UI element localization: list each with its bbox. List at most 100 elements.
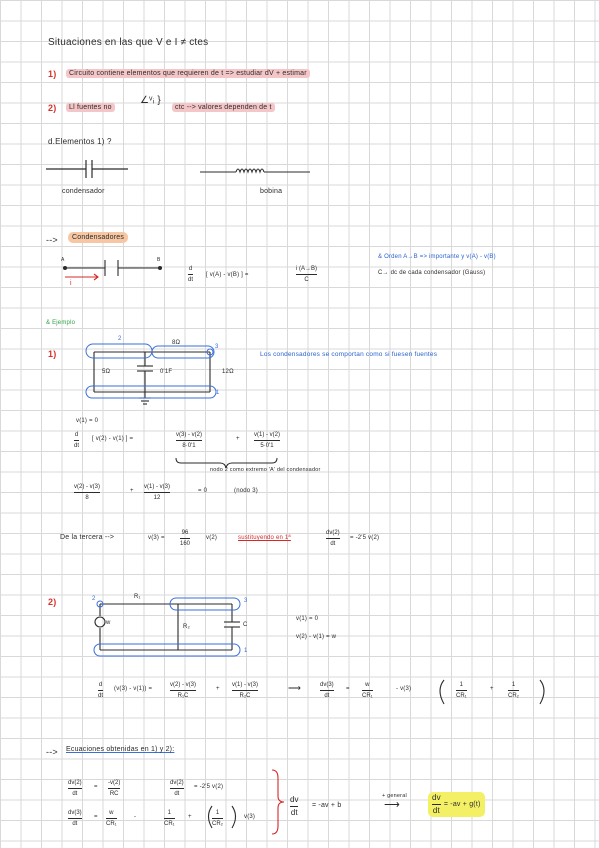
ex2-res-deriv-den: dt (324, 693, 330, 699)
ejemplo-1-number: 1) (48, 349, 57, 359)
inductor-symbol (200, 168, 310, 174)
final-a-frac-den: RC (109, 791, 119, 797)
final-h-deriv-num: dv (432, 793, 441, 802)
condensadores-title: Condensadores (68, 232, 129, 243)
final-c-eq: = (94, 814, 98, 820)
final-c-tail: v(3) (244, 814, 256, 820)
ejemplo-cap: 0'1F (160, 369, 173, 375)
underbrace (175, 457, 278, 469)
ex2-res-p2-num: 1 (511, 682, 516, 688)
capacitor-label: condensador (62, 188, 105, 195)
condensadores-title-highlight: Condensadores (68, 232, 129, 243)
final-b-rhs: = -2'5 v(2) (194, 784, 224, 790)
ex2-frac-2-num: v(1) - v(3) (232, 682, 258, 688)
final-c-p2-num: 1 (215, 810, 220, 816)
ej2-rhs: = 0 (198, 488, 208, 494)
final-arrow: --> (46, 747, 58, 757)
final-c-minus: - (134, 814, 137, 820)
final-h-box: dv dt = -av + g(t) (428, 792, 485, 817)
ex2-res-deriv-num: dv(3) (320, 682, 334, 688)
ej2-note: (nodo 3) (234, 488, 258, 494)
tercera-frac-num: 96 (181, 530, 189, 536)
cond-note-1: & Orden A→B => importante y v(A) - v(B) (378, 254, 496, 260)
ex2-c: C (243, 622, 248, 628)
ex2-node-2: 2 (92, 596, 96, 602)
node-b-label: B (157, 257, 161, 263)
ej-frac-1-den: 8·0'1 (182, 443, 196, 449)
item-text-1: Circuito contiene elementos que requiere… (66, 69, 310, 78)
ej2-plus: + (130, 488, 134, 494)
capacitor-symbol (46, 160, 128, 178)
cond-deriv-num: d (188, 266, 193, 272)
ej-plus: + (236, 436, 240, 442)
final-h-deriv-den: dt (432, 806, 440, 815)
ex2-frac-1-den: R₁C (177, 693, 189, 699)
circuit-2-node-outlines (93, 597, 241, 657)
tercera-deriv-den: dt (330, 541, 336, 547)
node-a-label: A (61, 257, 65, 263)
final-c-deriv: dv(3)dt (68, 810, 82, 827)
ej2-frac-1-den: 8 (85, 495, 89, 501)
final-a-deriv-num: dv(2) (68, 780, 82, 786)
ex2-frac-1: v(2) - v(3) R₁C (170, 682, 196, 699)
ej-v0: v(1) = 0 (76, 418, 99, 424)
final-c-frac-den: CR₁ (106, 821, 117, 827)
ej-deriv-den: dt (74, 443, 80, 449)
ej2-frac-2-num: v(1) - v(3) (144, 484, 170, 490)
ej2-frac-2: v(1) - v(3)12 (144, 484, 170, 501)
tercera-e: = -2'5 v(2) (350, 535, 380, 541)
tercera-deriv: dv(2)dt (326, 530, 340, 547)
ex2-plus: + (216, 686, 220, 692)
ejemplo-heading: & Ejemplo (46, 320, 76, 326)
ex2-w: w (106, 620, 111, 626)
current-label: i (70, 280, 72, 287)
ex2-frac-1-num: v(2) - v(3) (170, 682, 196, 688)
ex2-res-deriv: dv(3) dt (320, 682, 334, 699)
item-text-1-highlight: Circuito contiene elementos que requiere… (66, 69, 310, 78)
circuit-1 (93, 351, 211, 405)
final-g-deriv-num: dv (290, 795, 299, 804)
page-title: Situaciones en las que V e I ≠ ctes (48, 37, 209, 48)
ex2-res-minus: - v(3) (396, 686, 412, 692)
capacitor-ab-symbol (62, 260, 163, 276)
ex2-cond-1: v(1) = 0 (296, 616, 319, 622)
final-g-arrow-note: + general (382, 793, 407, 799)
curly-brace (271, 769, 285, 835)
cond-eq-frac-num: i (A→B) (296, 266, 317, 272)
ex2-lhs: (v(3) - v(1)) = (114, 686, 153, 692)
ex2-res-p1-den: CR₁ (456, 693, 467, 699)
final-paren-left (207, 805, 213, 829)
source-symbol: ∠ᵛᵢ } (140, 95, 161, 106)
tercera-b: v(3) = (148, 535, 165, 541)
ejemplo-r-right: 12Ω (222, 369, 234, 375)
ejemplo-note: Los condensadores se comportan como si f… (260, 351, 438, 358)
ex2-deriv-num: d (98, 682, 103, 688)
final-c-deriv-den: dt (72, 821, 78, 827)
ej-deriv: d dt (74, 432, 80, 449)
ejemplo-r-top: 8Ω (172, 340, 181, 346)
ex2-r2: R₂ (183, 624, 191, 630)
final-c-p1-num: 1 (167, 810, 172, 816)
ex2-frac-2-den: R₂C (239, 693, 251, 699)
cond-eq-main: [ v(A) - v(B) ] = (206, 272, 249, 278)
ej-frac-1: v(3) - v(2) 8·0'1 (176, 432, 202, 449)
final-b-deriv-num: dv(2) (170, 780, 184, 786)
final-h-rhs: = -av + g(t) (443, 801, 481, 808)
item-number-2: 2) (48, 103, 57, 113)
cond-note-2: C→ dc de cada condensador (Gauss) (378, 270, 486, 276)
ej-frac-1-num: v(3) - v(2) (176, 432, 202, 438)
final-h-deriv: dv dt (432, 794, 441, 815)
ej-deriv-num: d (74, 432, 79, 438)
final-b-deriv: dv(2)dt (170, 780, 184, 797)
final-a-frac: -v(2)RC (108, 780, 121, 797)
tercera-c: v(2) (206, 535, 218, 541)
final-g-deriv-den: dt (290, 808, 298, 817)
item-text-2a: Ll fuentes no (66, 103, 115, 112)
final-g-arrow: ⟶ (384, 799, 400, 811)
